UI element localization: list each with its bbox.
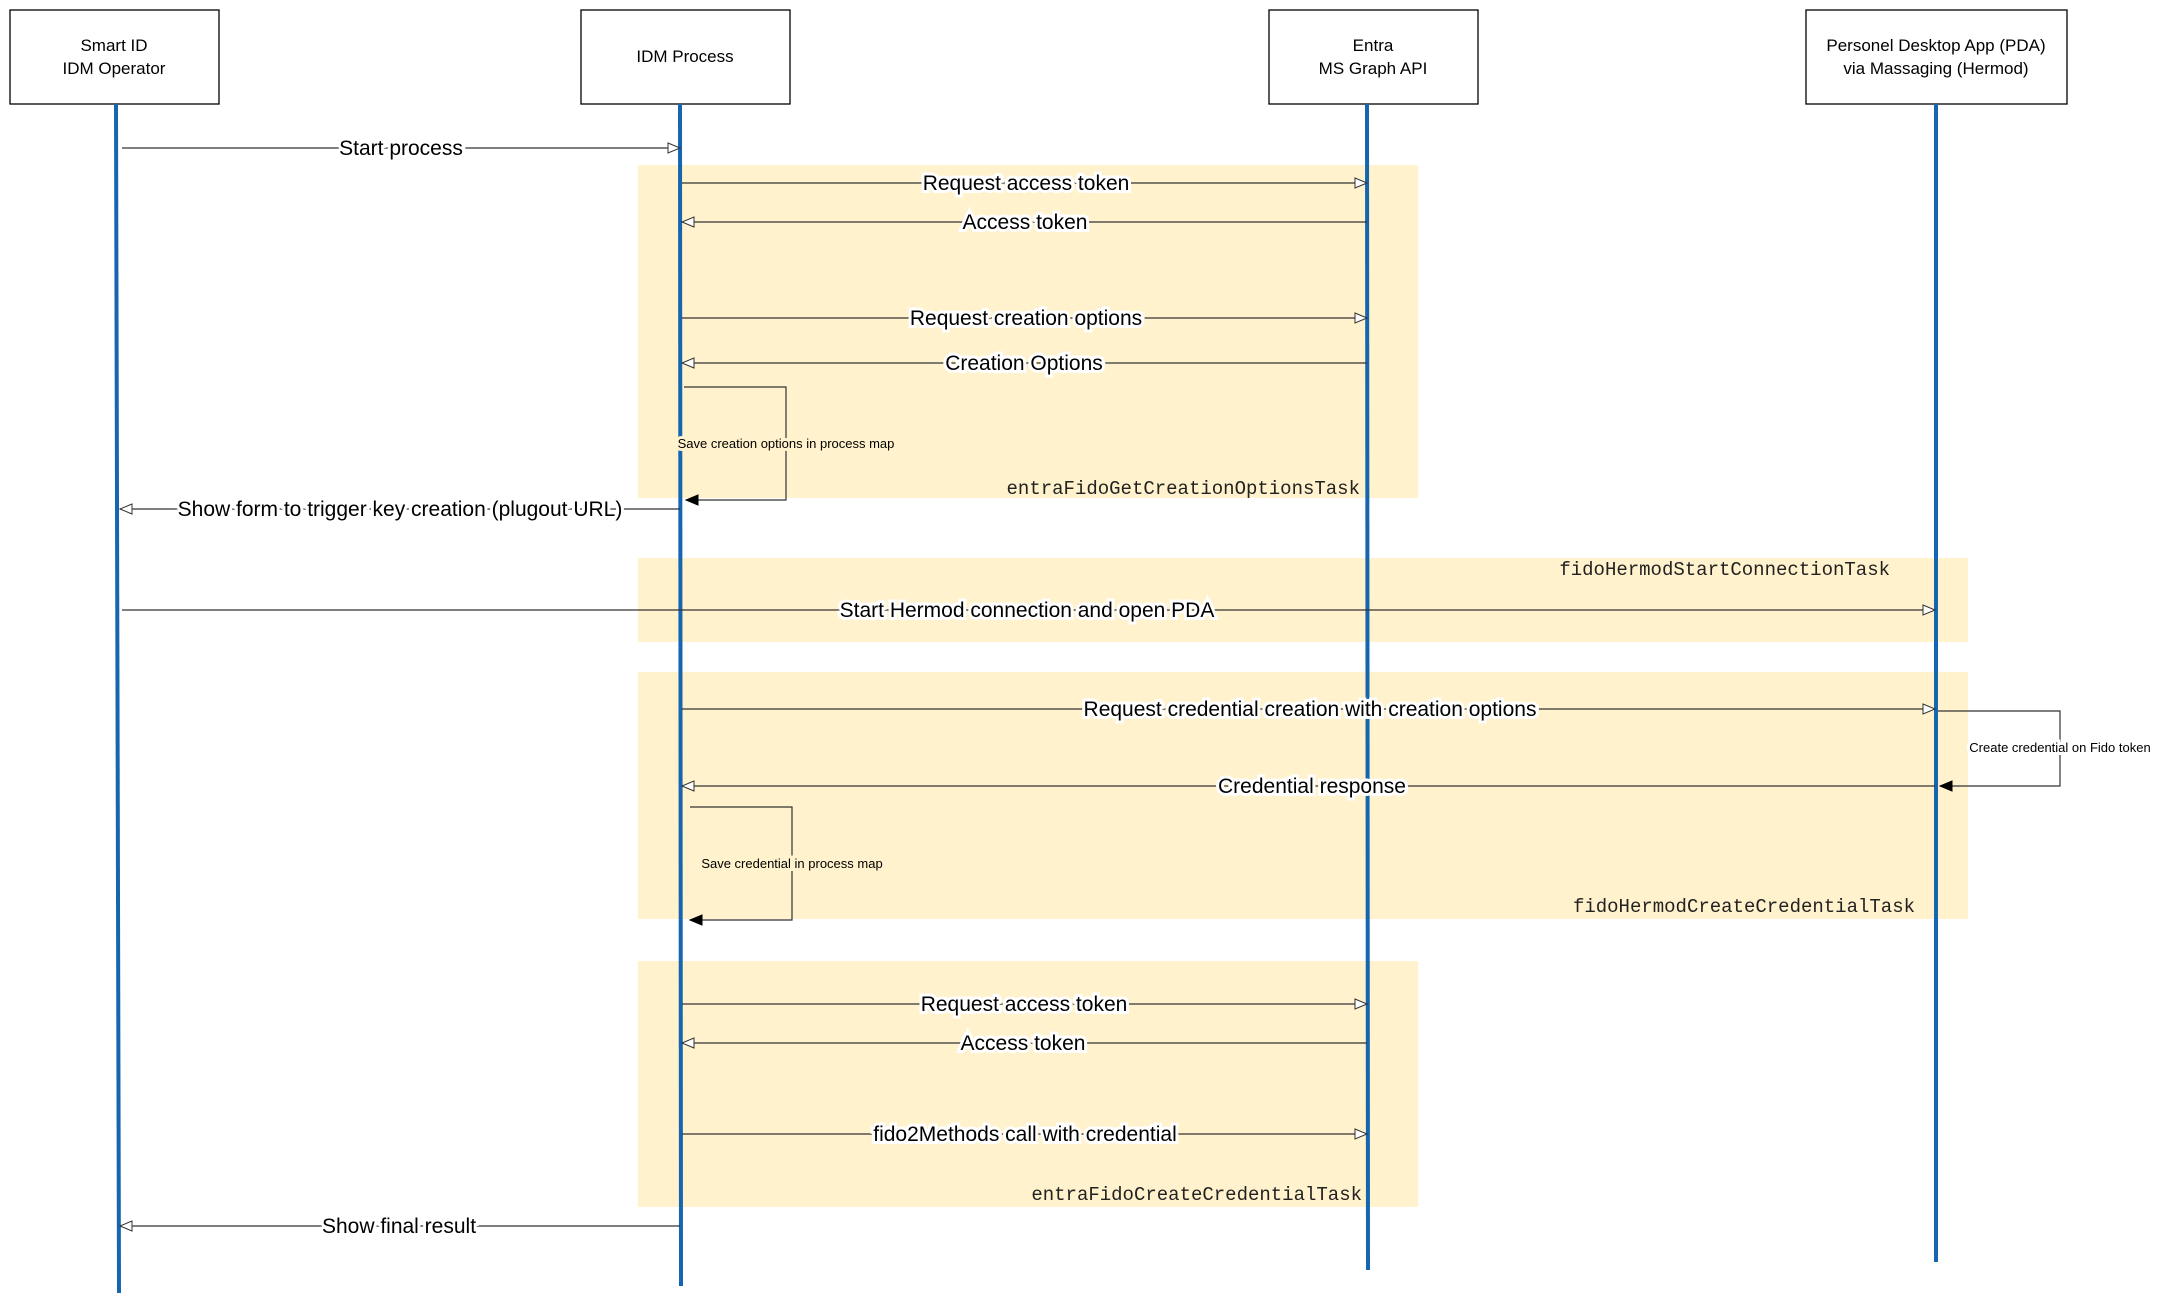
actor-operator: Smart ID IDM Operator: [9, 9, 220, 105]
self-message-create-credential-fido: Create credential on Fido token: [1938, 710, 2154, 786]
message-request-access-token-2: Request access token: [682, 990, 1367, 1019]
message-label: Request creation options: [910, 307, 1142, 330]
lifeline-entra: [1365, 103, 1370, 1271]
frame-get-creation-options: entraFidoGetCreationOptionsTask: [638, 165, 1418, 500]
actor-label: MS Graph API: [1319, 59, 1428, 78]
self-message-save-creation-options: Save creation options in process map: [675, 386, 897, 500]
message-start-process: Start process: [122, 134, 680, 163]
message-label: fido2Methods call with credential: [873, 1123, 1177, 1146]
actor-label: IDM Operator: [63, 59, 166, 78]
message-label: Start process: [339, 137, 463, 160]
frame-label: entraFidoGetCreationOptionsTask: [1007, 478, 1360, 500]
frame-label: entraFidoCreateCredentialTask: [1031, 1184, 1362, 1206]
actor-entra: Entra MS Graph API: [1268, 9, 1479, 105]
self-message-label: Save credential in process map: [701, 856, 882, 871]
message-label: Show form to trigger key creation (plugo…: [178, 498, 623, 521]
message-access-token-2: Access token: [682, 1029, 1367, 1058]
message-request-creation-options: Request creation options: [682, 304, 1367, 333]
message-show-form: Show form to trigger key creation (plugo…: [120, 495, 680, 524]
frame-create-credential: entraFidoCreateCredentialTask: [638, 961, 1418, 1207]
frame-hermod-start: fidoHermodStartConnectionTask: [638, 558, 1968, 642]
message-label: Show final result: [322, 1215, 476, 1238]
actor-label: Entra: [1353, 36, 1394, 55]
message-creation-options: Creation Options: [682, 349, 1367, 378]
message-label: Access token: [961, 1032, 1086, 1055]
frame-label: fidoHermodStartConnectionTask: [1559, 559, 1890, 581]
message-request-access-token-1: Request access token: [682, 169, 1367, 198]
actor-label: IDM Process: [636, 47, 733, 66]
actor-label: Personel Desktop App (PDA): [1826, 36, 2045, 55]
message-label: Start Hermod connection and open PDA: [840, 599, 1215, 622]
frame-label: fidoHermodCreateCredentialTask: [1573, 896, 1915, 918]
message-request-credential-creation: Request credential creation with creatio…: [682, 695, 1935, 724]
self-message-label: Create credential on Fido token: [1969, 740, 2150, 755]
message-label: Request access token: [923, 172, 1130, 195]
message-label: Creation Options: [945, 352, 1103, 375]
actor-label: via Massaging (Hermod): [1843, 59, 2028, 78]
actor-idm-process: IDM Process: [580, 9, 791, 105]
actor-label: Smart ID: [80, 36, 147, 55]
message-label: Request access token: [921, 993, 1128, 1016]
frame-hermod-create: fidoHermodCreateCredentialTask: [638, 672, 1968, 919]
message-label: Credential response: [1218, 775, 1406, 798]
message-fido2methods-call: fido2Methods call with credential: [682, 1120, 1367, 1149]
self-message-save-credential: Save credential in process map: [690, 806, 886, 920]
self-message-label: Save creation options in process map: [678, 436, 895, 451]
message-credential-response: Credential response: [682, 772, 1935, 801]
message-label: Access token: [963, 211, 1088, 234]
message-label: Request credential creation with creatio…: [1084, 698, 1537, 721]
message-show-final-result: Show final result: [120, 1212, 680, 1241]
message-start-hermod: Start Hermod connection and open PDA: [122, 596, 1935, 625]
lifeline-idm-process: [678, 103, 683, 1287]
lifeline-operator: [114, 103, 121, 1294]
message-access-token-1: Access token: [682, 208, 1367, 237]
actor-pda: Personel Desktop App (PDA) via Massaging…: [1805, 9, 2068, 105]
